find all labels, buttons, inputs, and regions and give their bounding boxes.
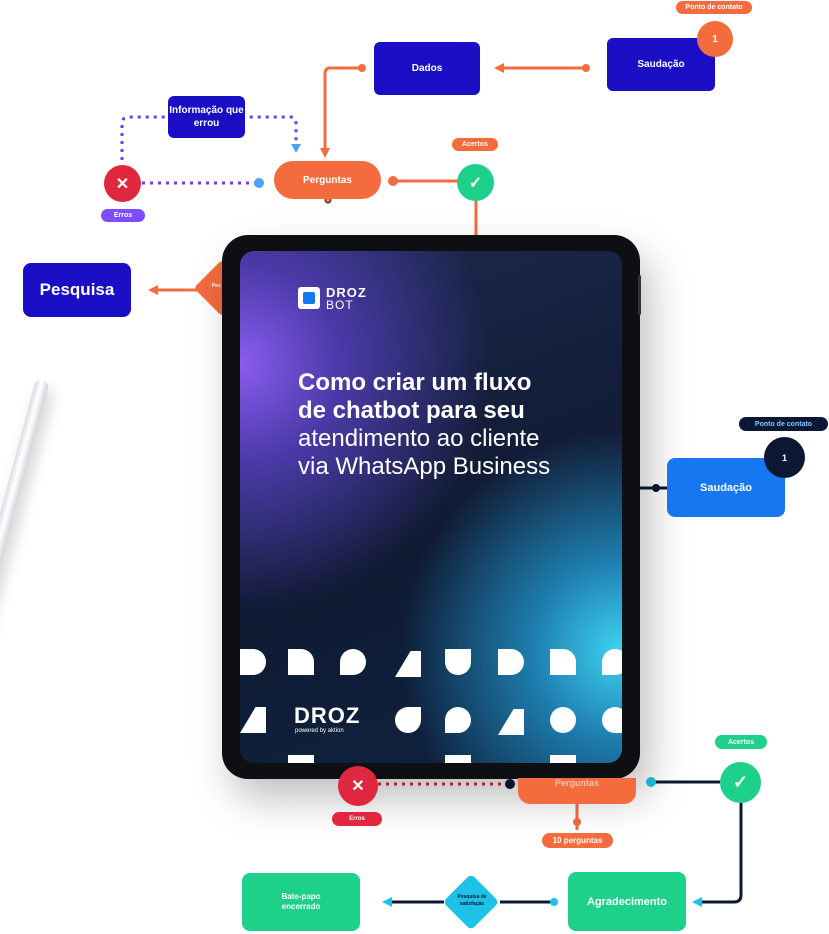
dez-perguntas-badge: 10 perguntas: [542, 833, 613, 848]
perguntas-label: Perguntas: [303, 174, 352, 186]
pattern-glyph: [288, 755, 314, 763]
erros-x-icon-bottom[interactable]: ✕: [338, 766, 378, 806]
ponto-contato-badge-right: Ponto de contato: [739, 417, 828, 431]
saudacao-right-node[interactable]: Saudação: [667, 458, 785, 517]
tablet-device: DROZ BOT Como criar um fluxo de chatbot …: [222, 235, 641, 779]
pattern-glyph: [602, 649, 622, 675]
bate-papo-node[interactable]: Bate-papo encerrado: [242, 873, 360, 931]
tablet-side-button: [638, 275, 641, 315]
pesquisa-diamond-label: Pes de s: [211, 283, 232, 289]
drozbot-logo-bottom: BOT: [326, 298, 354, 312]
perguntas-bottom-label: Perguntas: [554, 778, 599, 788]
erros-badge: Erros: [101, 209, 145, 222]
agradecimento-label: Agradecimento: [586, 895, 668, 908]
pattern-glyph: [395, 707, 421, 733]
acertos-badge: Acertos: [452, 138, 498, 151]
perguntas-bottom-node[interactable]: Perguntas: [518, 778, 636, 804]
pattern-glyph: [550, 707, 576, 733]
pattern-glyph: [240, 649, 266, 675]
pattern-glyph: [395, 651, 421, 677]
pattern-glyph: [498, 649, 524, 675]
pattern-glyph: [288, 649, 314, 675]
heading-line-2: de chatbot para seu: [298, 397, 525, 424]
drozbot-logo-icon: [298, 287, 320, 309]
pattern-glyph: [445, 649, 471, 675]
ebook-heading: Como criar um fluxo de chatbot para seu …: [298, 369, 618, 481]
informacao-label: Informação que errou: [169, 105, 244, 129]
ponto-contato-badge: Ponto de contato: [676, 1, 752, 14]
pesquisa-node[interactable]: Pesquisa: [23, 263, 131, 317]
acertos-badge-bottom: Acertos: [715, 735, 767, 749]
pattern-glyph: [340, 649, 366, 675]
dados-label: Dados: [411, 63, 443, 74]
ponto-contato-number-right: 1: [764, 437, 805, 478]
saudacao-node[interactable]: Saudação: [607, 38, 715, 91]
saudacao-label: Saudação: [637, 59, 685, 70]
pattern-glyph: [550, 755, 576, 763]
saudacao-right-label: Saudação: [700, 481, 752, 494]
pesquisa-label: Pesquisa: [39, 280, 115, 299]
droz-brand: DROZ: [294, 703, 361, 728]
pattern-glyph: [602, 707, 622, 733]
heading-line-3: atendimento ao cliente: [298, 425, 540, 452]
pattern-glyph: [445, 755, 471, 763]
acertos-check-icon-bottom[interactable]: ✓: [720, 762, 761, 803]
pattern-glyph: [550, 649, 576, 675]
acertos-check-icon[interactable]: ✓: [457, 164, 494, 201]
droz-brand-sub: powered by aktion: [295, 728, 344, 734]
ponto-contato-number: 1: [697, 21, 733, 57]
bate-papo-label: Bate-papo encerrado: [281, 892, 321, 911]
heading-line-4: via WhatsApp Business: [298, 453, 551, 480]
pattern-glyph: [498, 709, 524, 735]
pattern-glyph: [240, 707, 266, 733]
erros-x-icon[interactable]: ✕: [104, 165, 141, 202]
tablet-screen: DROZ BOT Como criar um fluxo de chatbot …: [240, 251, 622, 763]
pesquisa-satisfacao-label: Pesquisa de satisfação: [457, 894, 487, 907]
erros-badge-bottom: Erros: [332, 812, 382, 826]
agradecimento-node[interactable]: Agradecimento: [568, 872, 686, 931]
dados-node[interactable]: Dados: [374, 42, 480, 95]
drozbot-logo-top: DROZ: [326, 285, 367, 300]
pattern-glyph: [445, 707, 471, 733]
perguntas-node[interactable]: Perguntas: [274, 161, 381, 199]
heading-line-1: Como criar um fluxo: [298, 369, 532, 396]
informacao-node[interactable]: Informação que errou: [168, 96, 245, 138]
